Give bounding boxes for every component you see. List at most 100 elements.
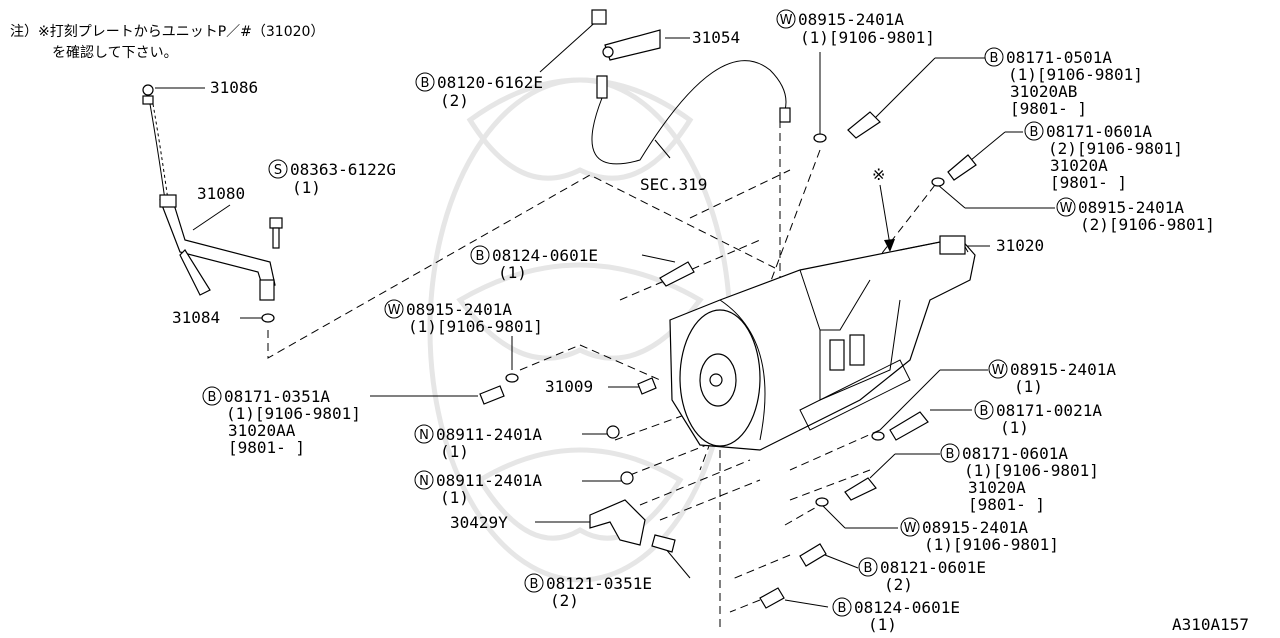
marker-symbol: ※ xyxy=(872,165,885,184)
label-08121-0351e: 08121-0351E xyxy=(546,574,652,593)
washer-part-5 xyxy=(815,497,829,507)
symbol-b-circle-9 xyxy=(524,573,544,593)
label-31020aa-range: [9801- ] xyxy=(228,438,305,457)
o-ring-part xyxy=(261,313,275,323)
marker-arrow xyxy=(879,184,895,252)
label-31009: 31009 xyxy=(545,377,593,396)
label-31084: 31084 xyxy=(172,308,220,327)
cable-part xyxy=(591,60,791,165)
leader-lines xyxy=(155,17,1055,608)
label-08911-2401a-upper: 08911-2401A xyxy=(436,425,542,444)
label-08171-0601a-top-qty: (2)[9106-9801] xyxy=(1048,139,1183,158)
symbol-b-5: B xyxy=(208,390,217,405)
label-30429y: 30429Y xyxy=(450,513,508,532)
label-08915-2401a-right: 08915-2401A xyxy=(1078,198,1184,217)
symbol-b-10: B xyxy=(838,601,847,616)
symbol-b-7: B xyxy=(946,447,955,462)
symbol-b: B xyxy=(421,76,430,91)
label-31020: 31020 xyxy=(996,236,1044,255)
label-08363-qty: (1) xyxy=(292,178,321,197)
symbol-b-circle-3 xyxy=(1024,121,1044,141)
symbol-n: N xyxy=(419,428,429,443)
symbol-b-4: B xyxy=(476,249,485,264)
bolt-08363-part xyxy=(269,217,283,249)
symbol-w-3: W xyxy=(388,303,401,318)
bracket-31054-part xyxy=(591,9,661,61)
label-08121-0351e-qty: (2) xyxy=(550,591,579,610)
label-31020aa: 31020AA xyxy=(228,421,296,440)
label-31054: 31054 xyxy=(692,28,740,47)
label-31020a-lower: 31020A xyxy=(968,478,1026,497)
symbol-b-3: B xyxy=(1030,125,1039,140)
bolt-0351-part xyxy=(479,385,505,405)
label-08171-0021a: 08171-0021A xyxy=(996,401,1102,420)
label-31020ab: 31020AB xyxy=(1010,82,1077,101)
symbol-b-circle-6 xyxy=(974,400,994,420)
label-08121-0601e: 08121-0601E xyxy=(880,558,986,577)
label-08911-2401a-lower: 08911-2401A xyxy=(436,471,542,490)
label-08124-0601e-upper-qty: (1) xyxy=(498,263,527,282)
symbol-n-circle-2 xyxy=(414,470,434,490)
label-08171-0351a: 08171-0351A xyxy=(224,387,330,406)
label-08915-2401a-bottom: 08915-2401A xyxy=(922,518,1028,537)
symbol-b-circle-8 xyxy=(858,557,878,577)
symbol-w-5: W xyxy=(904,521,917,536)
symbol-n-2: N xyxy=(419,474,429,489)
washer-part-3 xyxy=(505,373,519,383)
label-08911-2401a-upper-qty: (1) xyxy=(440,442,469,461)
symbol-w: W xyxy=(780,13,793,28)
label-08171-0601a-top: 08171-0601A xyxy=(1046,122,1152,141)
label-08363-6122g: 08363-6122G xyxy=(290,160,396,179)
symbol-n-circle xyxy=(414,424,434,444)
washer-part-4 xyxy=(871,431,885,441)
symbol-w-circle-3 xyxy=(384,299,404,319)
dipstick-part xyxy=(142,84,169,201)
label-08915-2401a-mid-qty: (1)[9106-9801] xyxy=(408,317,543,336)
washer-part-2 xyxy=(931,177,945,187)
label-08171-0601a-lower: 08171-0601A xyxy=(962,444,1068,463)
symbol-b-2: B xyxy=(990,51,999,66)
label-08120-qty: (2) xyxy=(440,91,469,110)
symbol-w-2: W xyxy=(1060,201,1073,216)
washer-part xyxy=(813,133,827,143)
filler-tube-part xyxy=(159,194,276,301)
label-08120-6162e: 08120-6162E xyxy=(437,73,543,92)
bolt-0601e-part xyxy=(799,543,827,567)
label-08171-0021a-qty: (1) xyxy=(1000,418,1029,437)
symbol-s: S xyxy=(274,163,282,178)
label-31020a-top-range: [9801- ] xyxy=(1050,173,1127,192)
label-31020a-top: 31020A xyxy=(1050,156,1108,175)
label-08915-2401a-top-qty: (1)[9106-9801] xyxy=(800,28,935,47)
label-31086: 31086 xyxy=(210,78,258,97)
note-line-1: 注）※打刻プレートからユニットP／#（31020） xyxy=(10,23,324,40)
nut-part-2 xyxy=(620,471,634,485)
label-08171-0501a-qty: (1)[9106-9801] xyxy=(1008,65,1143,84)
label-08915-2401a-mid: 08915-2401A xyxy=(406,300,512,319)
symbol-b-8: B xyxy=(864,561,873,576)
bolt-08124b-part xyxy=(759,587,785,609)
symbol-b-circle-7 xyxy=(940,443,960,463)
symbol-w-circle-2 xyxy=(1056,197,1076,217)
symbol-b-circle-2 xyxy=(984,47,1004,67)
nut-part xyxy=(606,425,620,439)
diagram-id: A310A157 xyxy=(1172,615,1249,634)
symbol-w-circle-4 xyxy=(988,359,1008,379)
bolt-0501-part xyxy=(847,111,881,139)
label-08124-0601e-lower: 08124-0601E xyxy=(854,598,960,617)
bolt-0601b-part xyxy=(844,477,877,501)
bracket-30429y-part xyxy=(589,499,646,546)
label-08124-0601e-upper: 08124-0601E xyxy=(492,246,598,265)
bolt-08124-part xyxy=(659,261,695,287)
label-08915-2401a-lr-qty: (1) xyxy=(1014,377,1043,396)
transmission-part xyxy=(669,235,976,451)
label-08171-0351a-qty: (1)[9106-9801] xyxy=(226,404,361,423)
symbol-b-circle xyxy=(415,72,435,92)
label-08915-2401a-top: 08915-2401A xyxy=(798,10,904,29)
symbol-b-circle-5 xyxy=(202,386,222,406)
symbol-b-circle-10 xyxy=(832,597,852,617)
label-08915-2401a-lr: 08915-2401A xyxy=(1010,360,1116,379)
label-08124-0601e-lower-qty: (1) xyxy=(868,615,897,634)
symbol-b-6: B xyxy=(980,404,989,419)
